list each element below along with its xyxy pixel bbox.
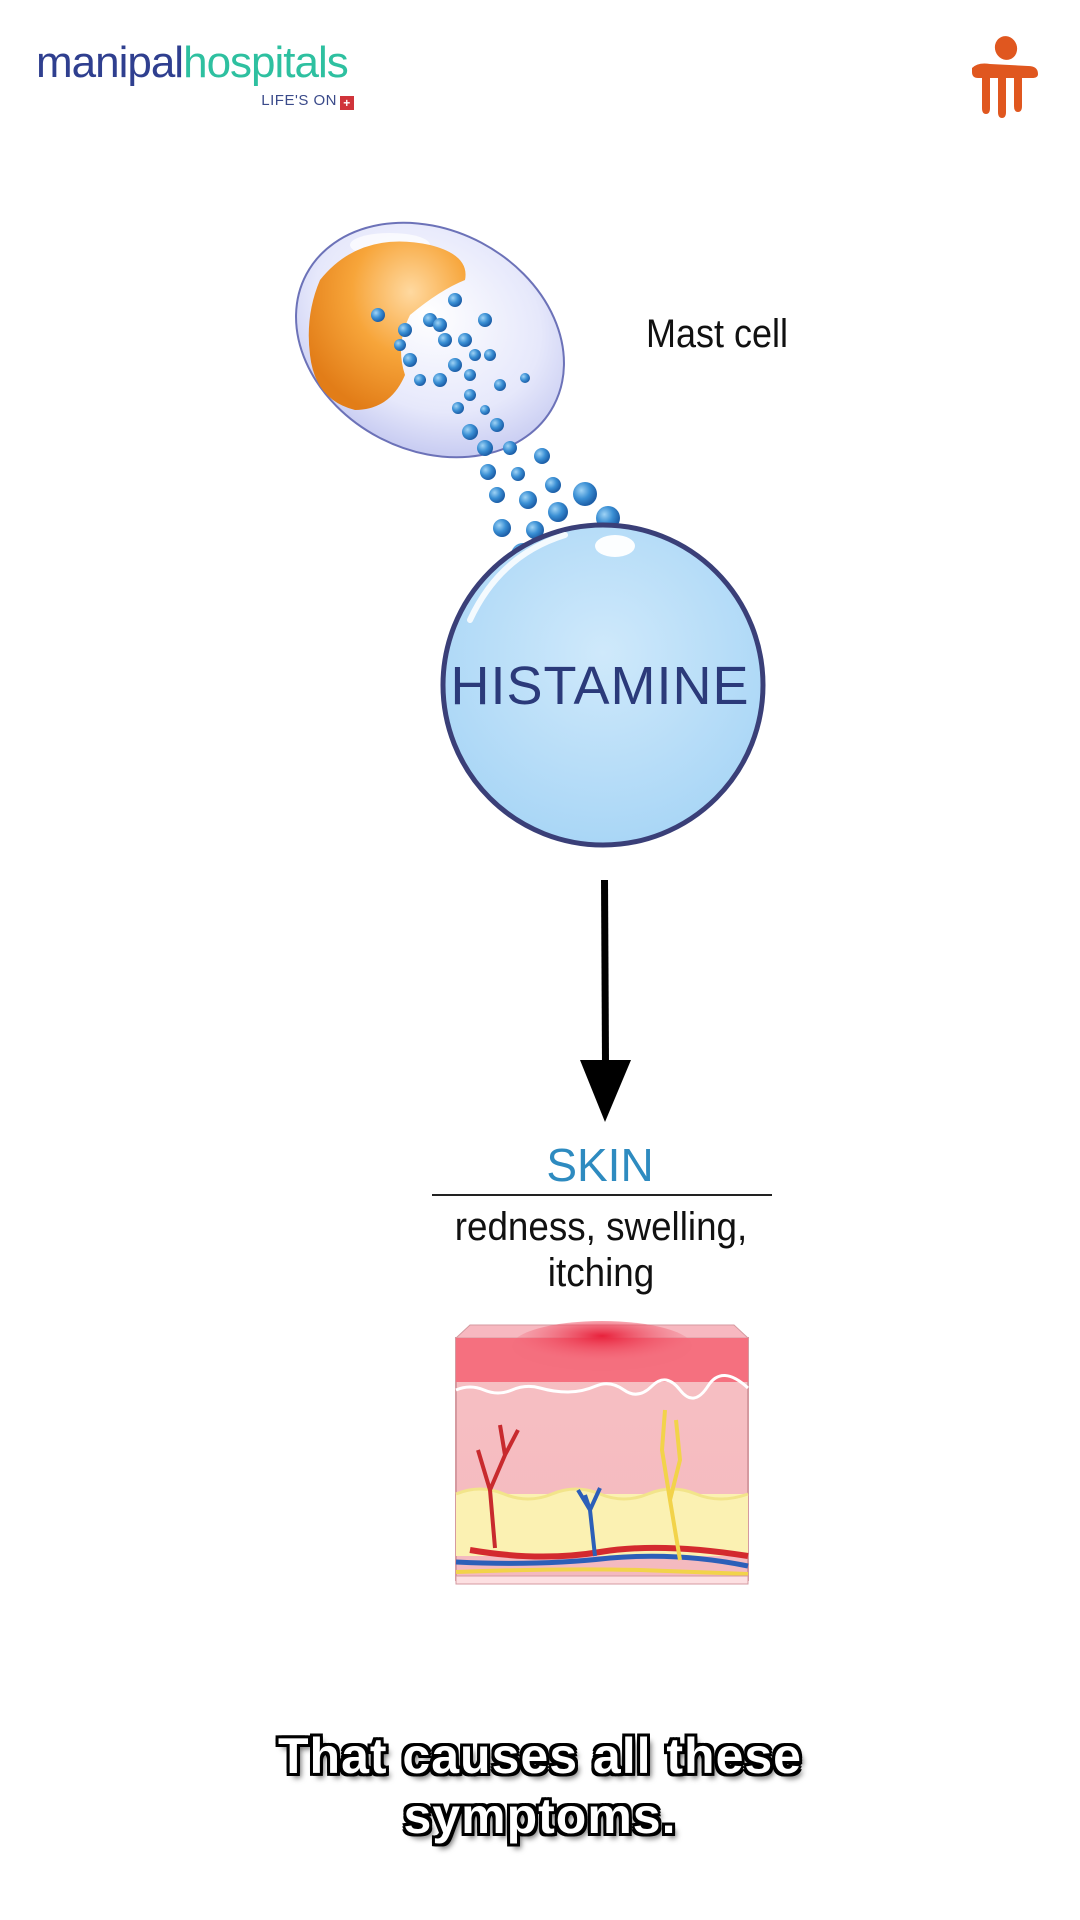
- mast-cell-illustration: [295, 221, 565, 459]
- histamine-label: HISTAMINE: [450, 656, 750, 716]
- logo-tagline: LIFE'S ON+: [261, 92, 354, 110]
- subtitle-caption: That causes all these symptoms.: [277, 1728, 802, 1844]
- seated-figure-logo-icon: [972, 36, 1038, 118]
- divider-line: [432, 1194, 772, 1196]
- skin-title: SKIN: [546, 1139, 654, 1191]
- mast-cell-label: Mast cell: [646, 312, 789, 356]
- cross-icon: +: [340, 96, 354, 110]
- down-arrow-icon: [580, 880, 631, 1122]
- skin-symptoms-text: redness, swelling, itching: [454, 1205, 748, 1295]
- logo-wordmark: manipalhospitals: [36, 38, 349, 87]
- skin-cross-section-illustration: [454, 1321, 750, 1585]
- manipal-hospitals-logo: manipalhospitals LIFE'S ON+: [36, 38, 366, 118]
- histamine-circle: [440, 522, 766, 848]
